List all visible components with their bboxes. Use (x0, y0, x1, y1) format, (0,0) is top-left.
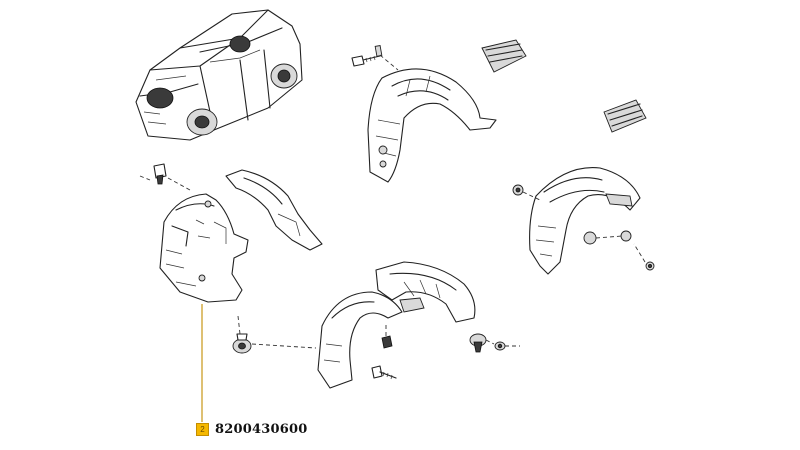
grommet-icon (481, 39, 647, 133)
clip-icon (469, 333, 506, 353)
car-overview-icon (135, 9, 303, 141)
wheel-arch-liner-icon (159, 193, 249, 303)
wheel-arch-liner-icon (225, 169, 323, 251)
part-callout[interactable]: 2 8200430600 (196, 422, 307, 437)
clip-icon (232, 333, 252, 354)
clip-icon (512, 184, 655, 271)
ref-badge: 2 (196, 423, 209, 436)
part-number-label[interactable]: 8200430600 (215, 422, 308, 437)
screw-icon (371, 335, 397, 380)
wheel-arch-liner-icon (529, 167, 641, 275)
wheel-arch-liner-icon (317, 261, 476, 389)
clip-icon (153, 163, 167, 185)
screw-icon (351, 45, 383, 67)
wheel-arch-liner-icon (367, 68, 497, 183)
